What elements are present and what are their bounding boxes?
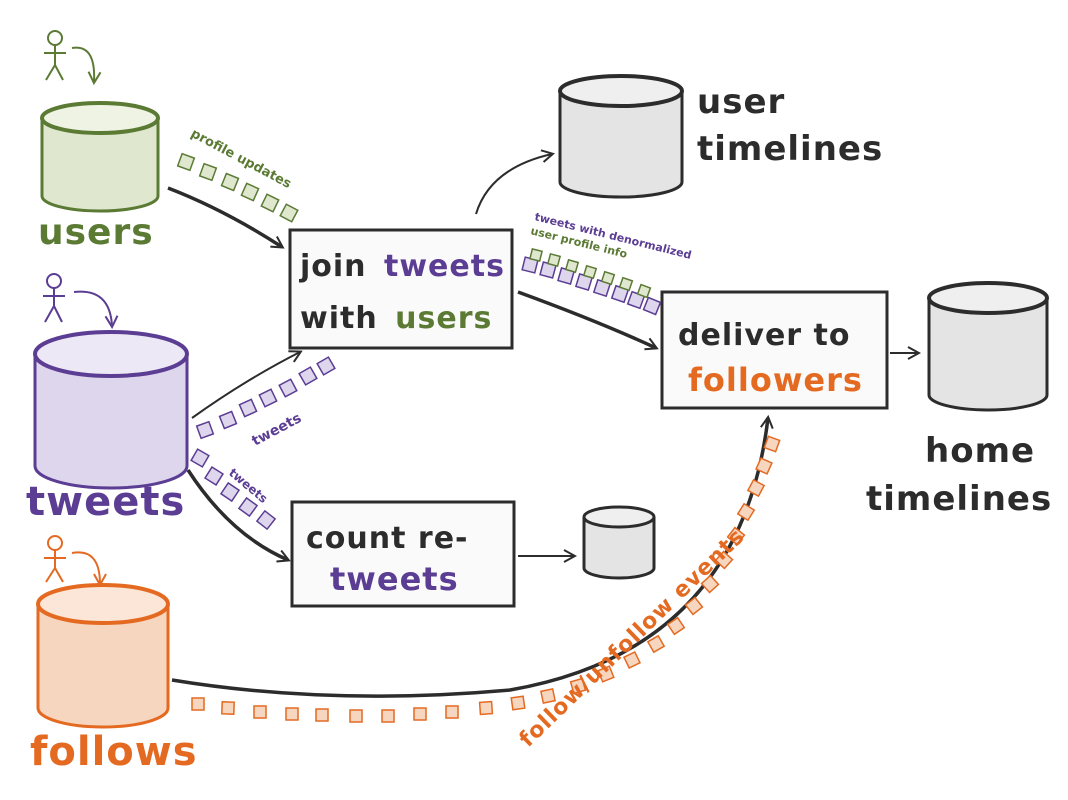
event-square	[413, 707, 427, 721]
event-square	[642, 296, 662, 316]
follow-unfollow-events	[191, 435, 781, 723]
profile-updates-label: profile updates	[188, 126, 294, 192]
join-label-tweets: tweets	[384, 249, 505, 284]
event-square	[176, 152, 196, 172]
event-square	[445, 705, 459, 719]
event-square	[700, 574, 720, 594]
event-square	[279, 203, 299, 223]
event-square	[238, 398, 258, 418]
deliver-label-line1: deliver to	[678, 318, 850, 353]
with-label-users: users	[395, 301, 492, 336]
event-square	[278, 378, 298, 398]
users-person-icon	[44, 30, 94, 82]
home-timelines-label-line2: timelines	[866, 479, 1052, 519]
event-square	[195, 420, 215, 440]
event-square	[253, 705, 267, 719]
event-square	[349, 709, 363, 723]
users-database-icon	[40, 101, 160, 213]
count-process-box	[290, 500, 516, 608]
event-square	[258, 388, 278, 408]
event-square	[582, 264, 598, 280]
tweet-events-to-join	[195, 356, 336, 440]
tweets-to-count-arrow	[186, 469, 288, 560]
event-square	[316, 356, 336, 376]
event-square	[564, 258, 580, 274]
user-timelines-label-line2: timelines	[697, 129, 883, 169]
tweets-to-join-arrow	[191, 352, 300, 419]
event-square	[636, 283, 652, 299]
profile-update-events	[176, 152, 299, 223]
event-square	[204, 466, 224, 486]
user-timelines-database-icon	[558, 74, 684, 199]
denormalized-tweet-events	[521, 248, 662, 316]
event-square	[529, 248, 543, 262]
event-square	[237, 496, 259, 518]
tweets-to-join-stream-label: tweets	[249, 410, 304, 449]
event-square	[763, 435, 781, 453]
users-to-join-arrow	[167, 186, 282, 247]
event-square	[622, 650, 642, 670]
join-to-user-timelines-arrow	[475, 154, 552, 215]
event-square	[736, 502, 756, 522]
event-square	[755, 457, 773, 475]
deliver-label-line2: followers	[688, 361, 863, 399]
event-square	[510, 695, 526, 711]
event-square	[646, 634, 666, 654]
event-square	[381, 709, 395, 723]
tweets-person-icon	[43, 273, 112, 326]
users-label: users	[38, 212, 154, 253]
join-label: join tweets	[299, 249, 505, 284]
event-square	[218, 410, 238, 430]
event-square	[298, 366, 318, 386]
event-square	[569, 677, 587, 695]
join-to-deliver-arrow	[517, 290, 656, 348]
user-timelines-label-line1: user	[697, 82, 785, 122]
deliver-process-box	[660, 290, 889, 410]
event-square	[198, 162, 218, 182]
count-label-line2: tweets	[330, 560, 459, 598]
event-square	[240, 182, 260, 202]
event-square	[315, 708, 329, 722]
event-square	[478, 700, 494, 716]
event-square	[746, 478, 766, 498]
event-square	[285, 707, 299, 721]
tweets-label: tweets	[26, 479, 185, 525]
event-square	[714, 550, 734, 570]
event-square	[190, 448, 210, 468]
event-square	[666, 616, 686, 636]
event-square	[684, 596, 704, 616]
event-square	[618, 276, 634, 292]
retweet-count-database-icon	[582, 505, 656, 580]
event-square	[597, 665, 615, 683]
event-square	[260, 193, 280, 213]
with-label-word: with	[300, 301, 378, 336]
join-process-box	[288, 228, 514, 350]
follows-label: follows	[30, 729, 198, 775]
with-users-label: with users	[300, 301, 492, 336]
follows-person-icon	[44, 535, 100, 584]
event-square	[191, 697, 205, 711]
home-timelines-database-icon	[927, 281, 1049, 412]
count-label-line1: count re-	[306, 521, 469, 556]
event-square	[600, 270, 616, 286]
home-timelines-label-line1: home	[925, 431, 1035, 471]
tweet-events-to-count	[190, 448, 277, 531]
follows-database-icon	[36, 583, 170, 729]
event-square	[219, 481, 241, 503]
event-square	[726, 526, 746, 546]
join-label-word: join	[299, 249, 367, 284]
tweets-database-icon	[33, 330, 189, 490]
event-square	[546, 252, 562, 268]
event-square	[220, 172, 240, 192]
event-square	[255, 509, 277, 531]
event-square	[221, 701, 235, 715]
event-square	[539, 687, 557, 705]
